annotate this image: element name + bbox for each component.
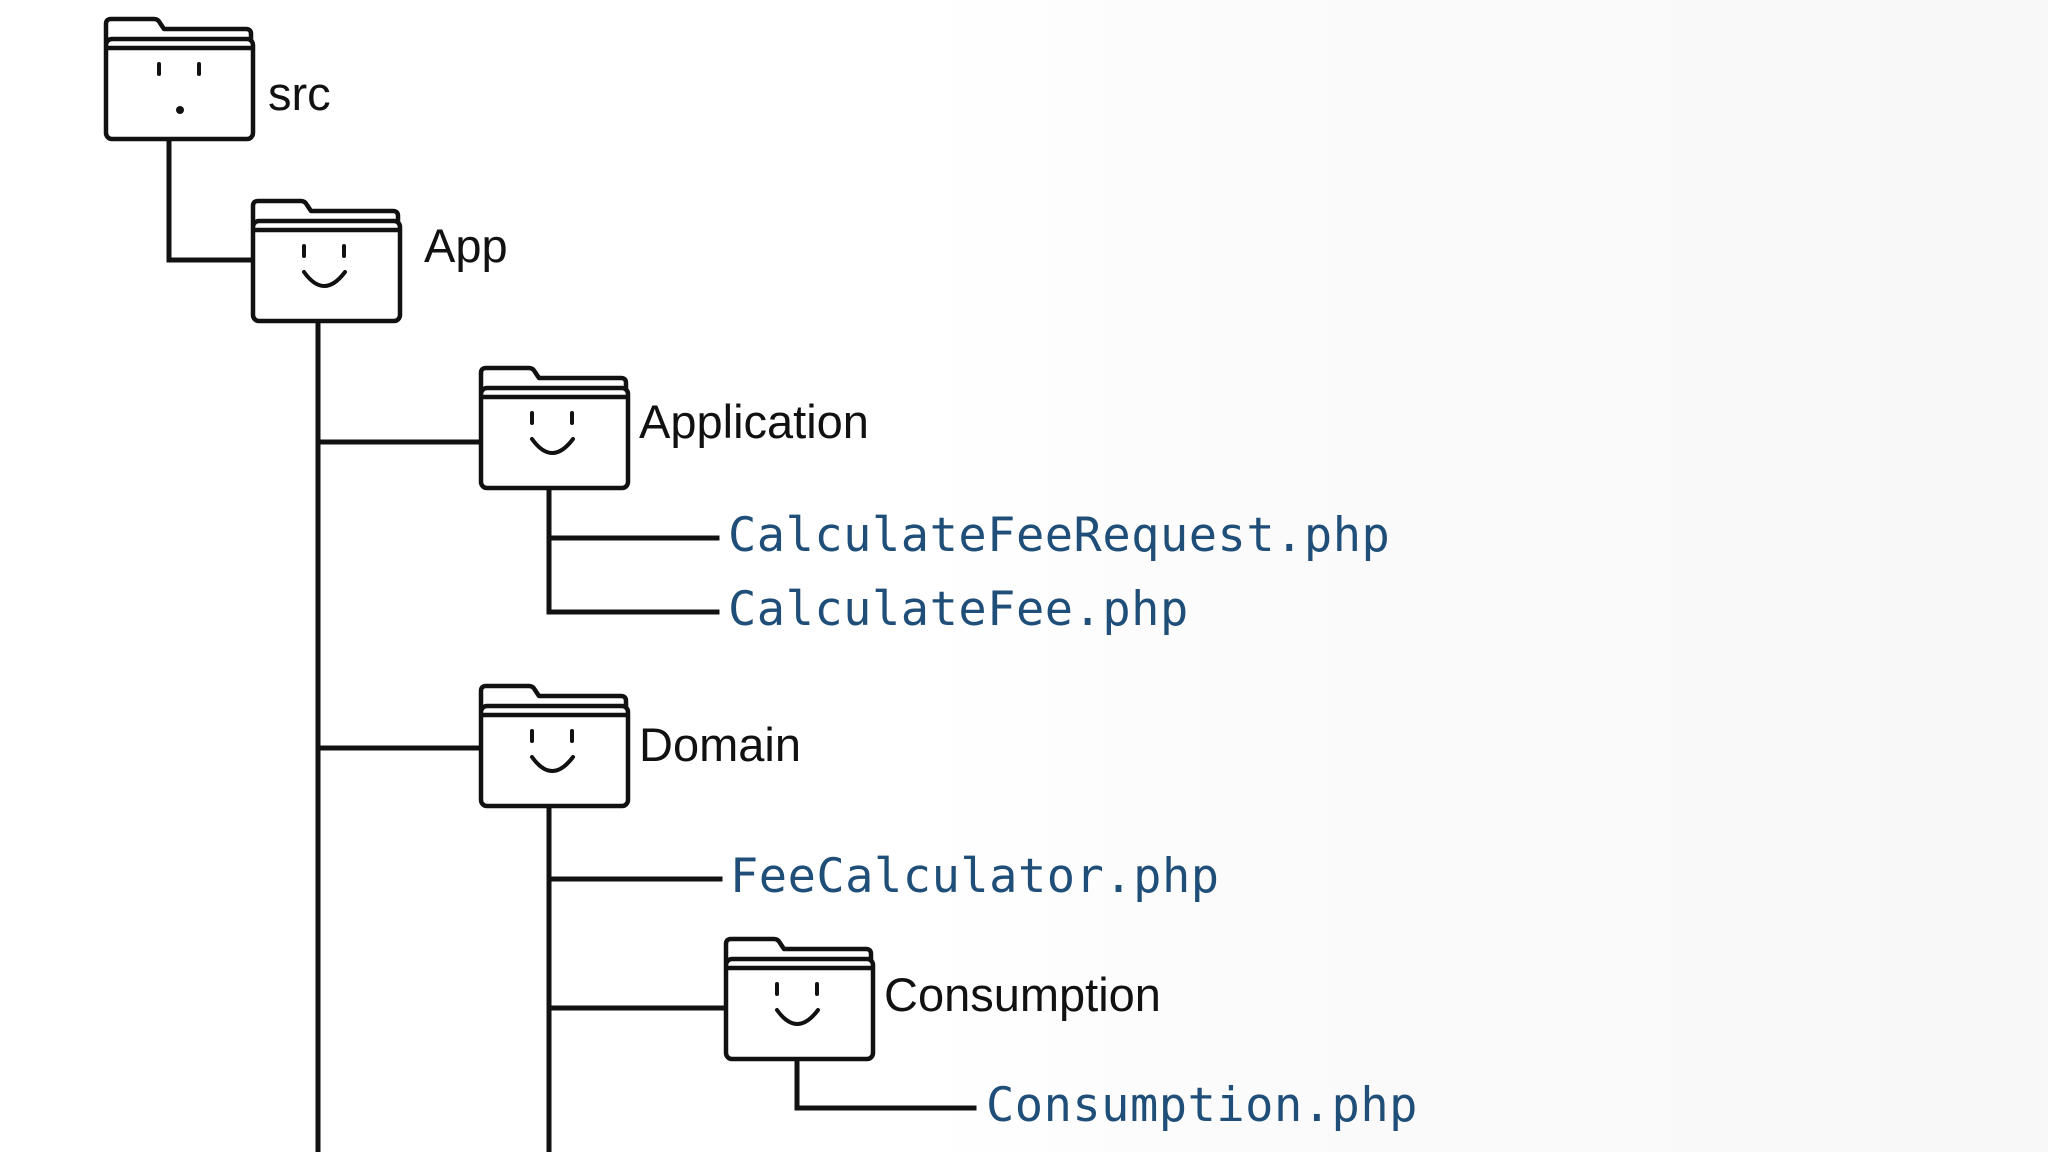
folder-smile-icon: [250, 198, 403, 324]
folder-src[interactable]: [102, 14, 260, 144]
folder-consumption[interactable]: [722, 934, 880, 1064]
file-calculate-fee[interactable]: CalculateFee.php: [728, 582, 1189, 637]
folder-label-app: App: [424, 219, 508, 272]
file-fee-calculator[interactable]: FeeCalculator.php: [730, 849, 1220, 904]
folder-smile-icon: [723, 936, 876, 1062]
folder-label-domain: Domain: [639, 718, 801, 771]
folder-app[interactable]: [249, 196, 407, 326]
file-consumption[interactable]: Consumption.php: [986, 1078, 1418, 1133]
folder-smile-icon: [478, 365, 631, 491]
folder-application[interactable]: [477, 363, 635, 493]
connector-src-app: [166, 137, 255, 263]
folder-label-src: src: [268, 67, 331, 120]
folder-smile-icon: [478, 683, 631, 809]
file-calculate-fee-request[interactable]: CalculateFeeRequest.php: [728, 508, 1391, 563]
folder-label-consumption: Consumption: [884, 968, 1161, 1021]
folder-label-application: Application: [639, 395, 869, 448]
folder-domain[interactable]: [477, 681, 635, 811]
folder-surprised-icon: [103, 16, 256, 142]
